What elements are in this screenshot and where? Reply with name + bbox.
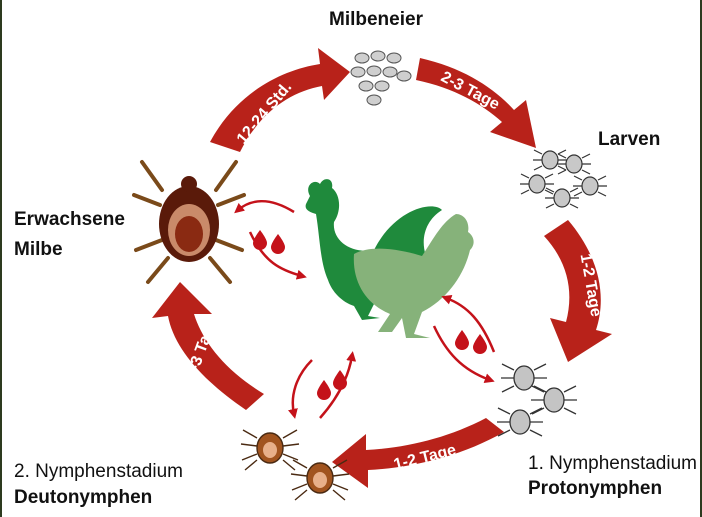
label-deutonymph-stage: 2. Nymphenstadium — [14, 460, 183, 484]
label-adult-line2: Milbe — [14, 238, 63, 262]
larvae-cluster — [520, 150, 607, 208]
label-adult-line1: Erwachsene — [14, 208, 125, 232]
label-protonymph: Protonymphen — [528, 477, 662, 501]
deutonymph-cluster — [241, 430, 349, 500]
label-larvae: Larven — [598, 128, 660, 152]
label-eggs: Milbeneier — [329, 8, 423, 32]
protonymph-cluster — [497, 364, 577, 436]
arrow-larvae-to-protonymph — [544, 220, 612, 362]
adult-mite — [134, 162, 244, 282]
label-protonymph-stage: 1. Nymphenstadium — [528, 452, 697, 476]
eggs-cluster — [351, 51, 411, 105]
label-deutonymph: Deutonymphen — [14, 486, 152, 510]
feeding-arrows-adult — [238, 201, 302, 276]
